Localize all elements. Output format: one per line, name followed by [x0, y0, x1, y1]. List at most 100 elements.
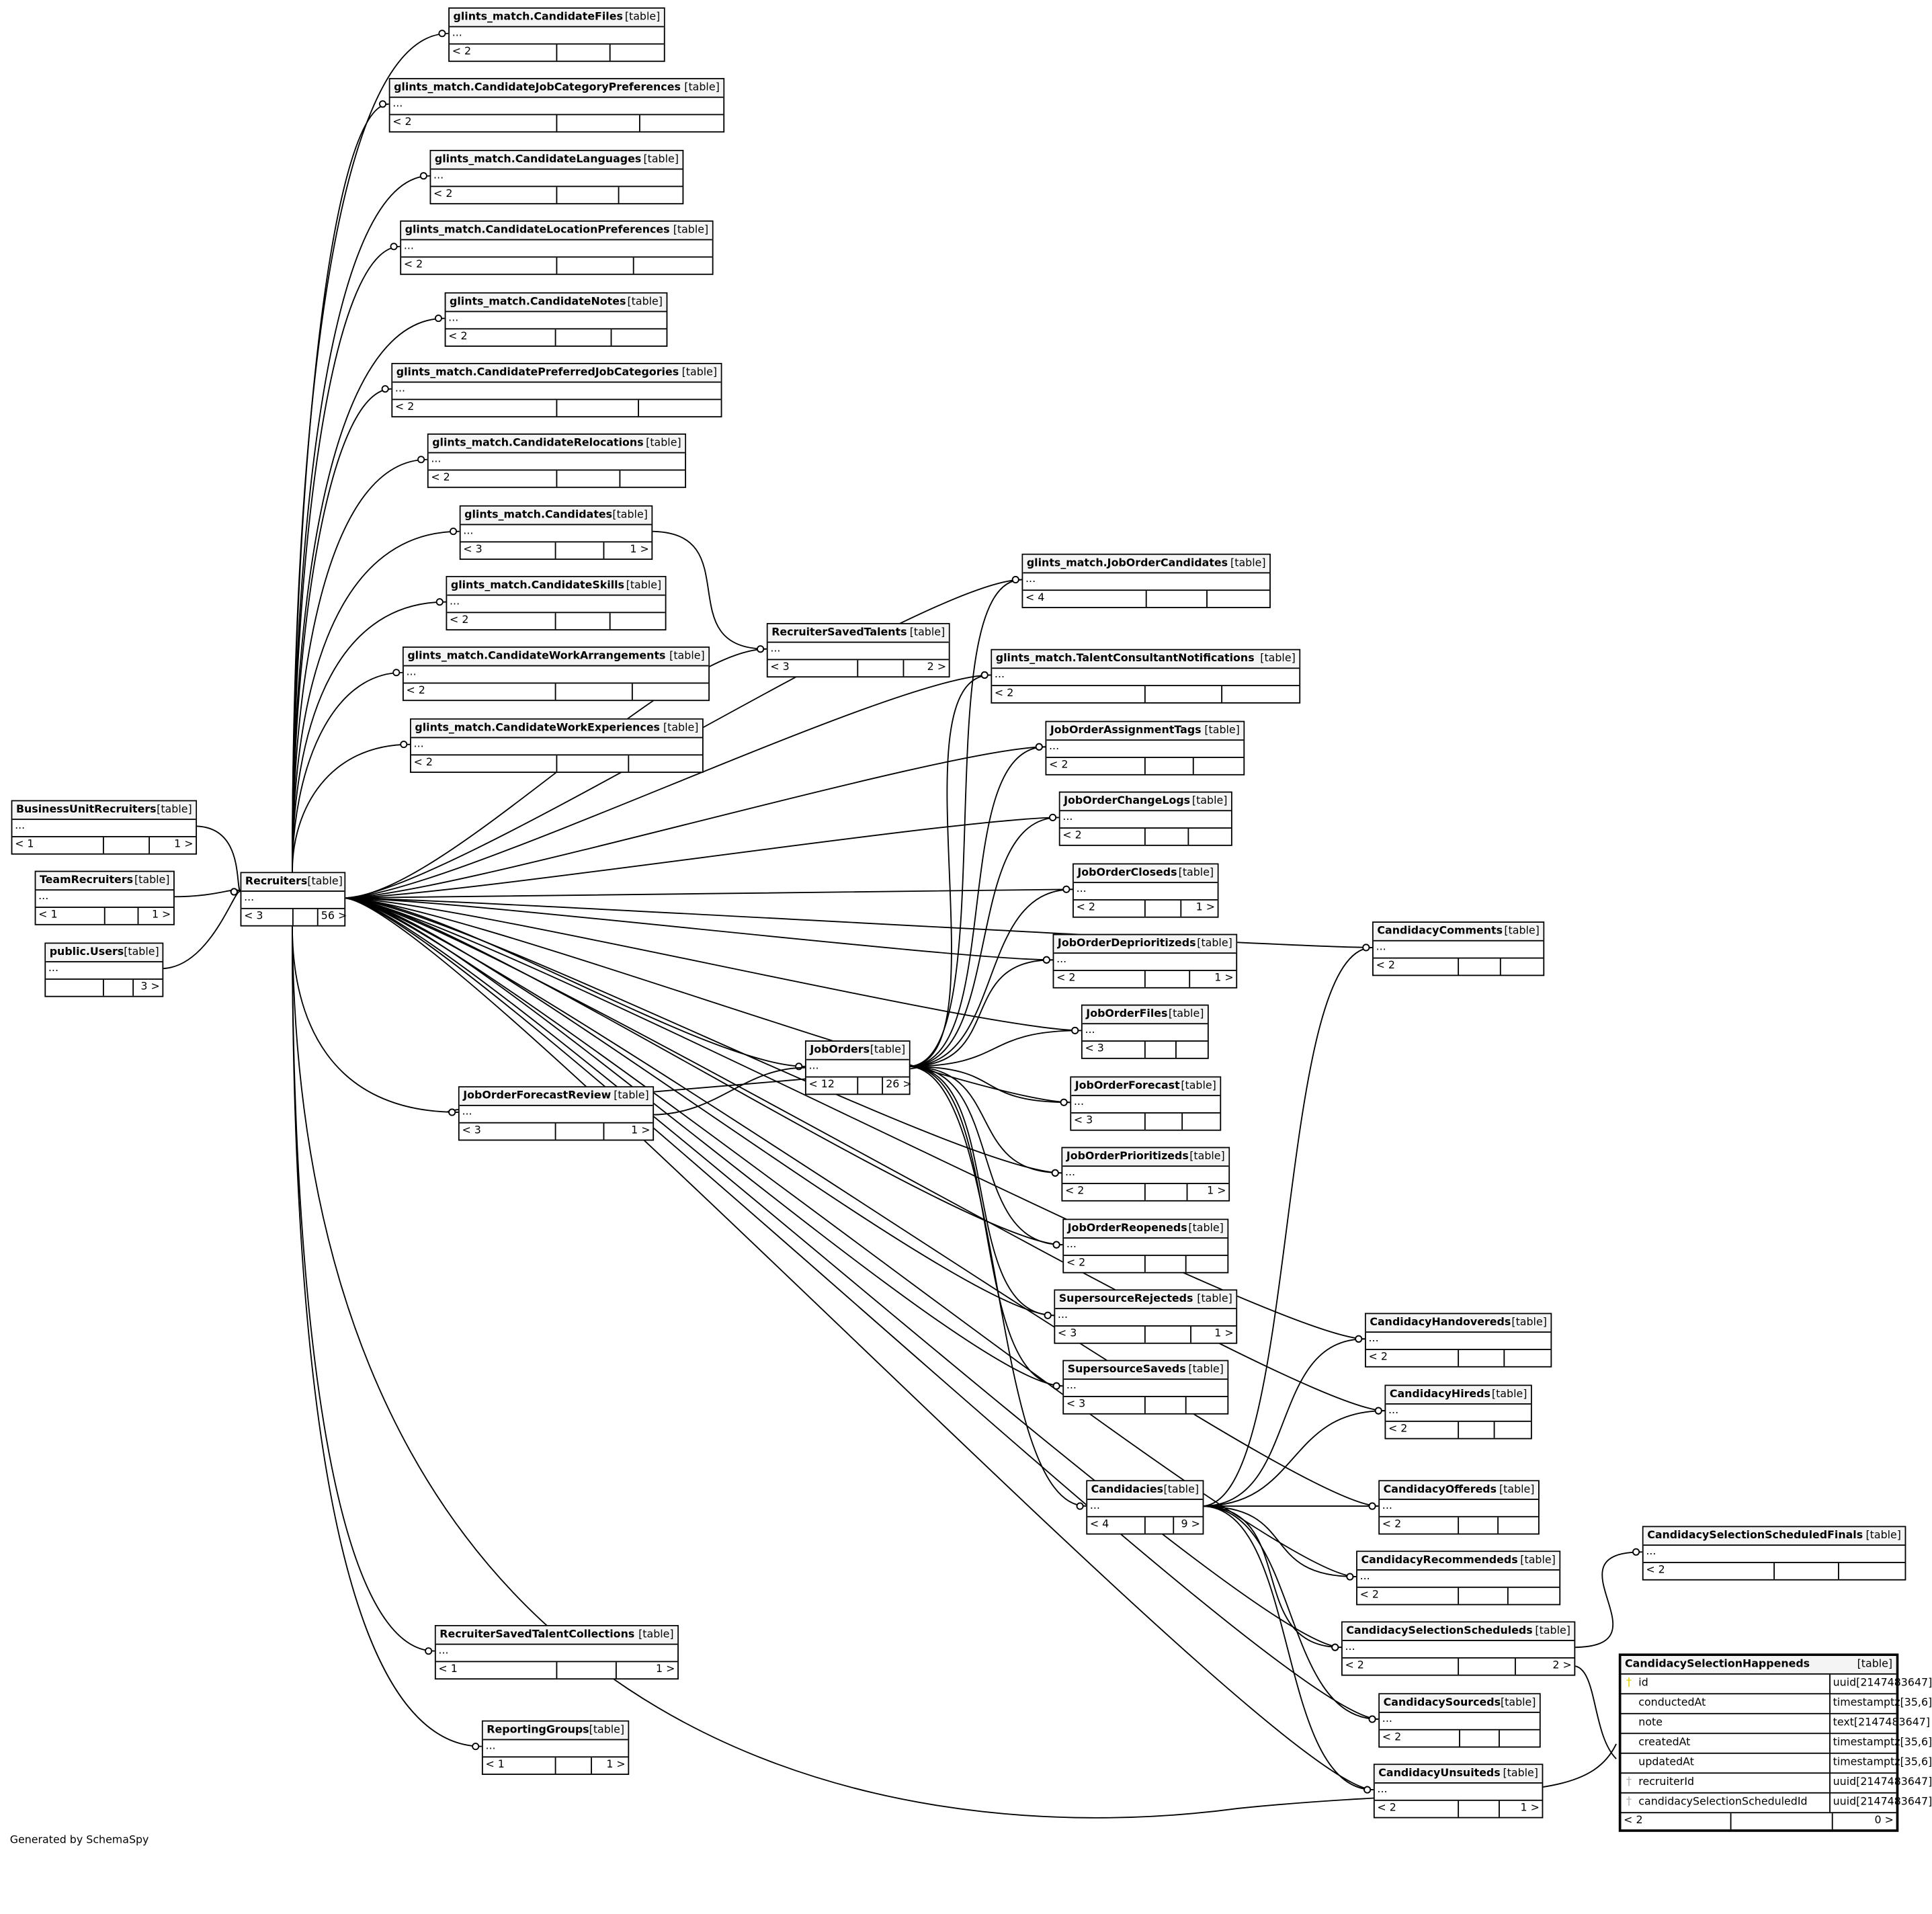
table-header[interactable]: RecruiterSavedTalents[table]	[767, 624, 949, 643]
parents-count[interactable]: < 2	[1621, 1813, 1732, 1830]
parents-count[interactable]: < 2	[1374, 958, 1459, 975]
children-count[interactable]: 1 >	[151, 909, 171, 922]
table-header[interactable]: JobOrderDeprioritizeds[table]	[1054, 935, 1236, 954]
parents-count[interactable]: < 2	[429, 470, 557, 487]
children-count[interactable]	[1176, 1042, 1208, 1058]
children-count[interactable]: 26 >	[886, 1079, 912, 1091]
table-header[interactable]: glints_match.CandidateRelocations[table]	[428, 434, 685, 454]
parents-count[interactable]: < 2	[450, 44, 557, 61]
parents-count[interactable]: < 2	[390, 115, 557, 132]
table-header[interactable]: glints_match.CandidateNotes[table]	[446, 293, 667, 313]
children-count[interactable]	[1183, 1114, 1220, 1130]
table-header[interactable]: RecruiterSavedTalentCollections[table]	[435, 1626, 678, 1645]
parents-count[interactable]: < 2	[1644, 1563, 1775, 1579]
table-header[interactable]: BusinessUnitRecruiters[table]	[12, 801, 196, 821]
parents-count[interactable]: < 2	[1062, 1183, 1146, 1200]
children-count[interactable]	[630, 755, 702, 772]
table-header[interactable]: SupersourceSaveds[table]	[1064, 1361, 1228, 1380]
table-header[interactable]: glints_match.TalentConsultantNotificatio…	[992, 650, 1300, 669]
table-header[interactable]: glints_match.JobOrderCandidates[table]	[1023, 554, 1270, 574]
children-count[interactable]: 56 >	[321, 910, 347, 923]
parents-count[interactable]: < 1	[12, 837, 104, 854]
children-count[interactable]: 1 >	[656, 1663, 675, 1676]
children-count[interactable]: 1 >	[1520, 1802, 1540, 1815]
table-header[interactable]: JobOrderReopeneds[table]	[1064, 1220, 1228, 1239]
parents-count[interactable]: < 2	[1064, 1255, 1146, 1272]
children-count[interactable]: 2 >	[927, 661, 947, 674]
table-header[interactable]: CandidacyHireds[table]	[1386, 1386, 1531, 1405]
table-header[interactable]: glints_match.CandidatePreferredJobCatego…	[392, 364, 721, 383]
children-count[interactable]: 1 >	[1207, 1185, 1226, 1198]
table-header[interactable]: public.Users[table]	[46, 944, 163, 963]
parents-count[interactable]: < 2	[404, 683, 556, 700]
table-header[interactable]: JobOrderForecast[table]	[1071, 1077, 1220, 1097]
table-header[interactable]: CandidacyComments[table]	[1373, 923, 1544, 942]
parents-count[interactable]: < 2	[1366, 1349, 1459, 1366]
table-header[interactable]: JobOrderForecastReview[table]	[459, 1087, 653, 1106]
children-count[interactable]	[1509, 1588, 1559, 1604]
children-count[interactable]	[610, 44, 664, 60]
table-header[interactable]: CandidacyRecommendeds[table]	[1357, 1552, 1560, 1571]
parents-count[interactable]: < 3	[1071, 1113, 1146, 1130]
table-header[interactable]: JobOrderAssignmentTags[table]	[1046, 722, 1244, 741]
table-header[interactable]: CandidacySourceds[table]	[1380, 1694, 1540, 1713]
children-count[interactable]	[634, 257, 712, 274]
parents-count[interactable]: < 2	[1074, 900, 1146, 917]
table-header[interactable]: glints_match.CandidateLocationPreference…	[401, 221, 712, 241]
parents-count[interactable]: < 2	[1380, 1517, 1460, 1534]
children-count[interactable]	[640, 115, 723, 131]
parents-count[interactable]: < 3	[768, 660, 859, 677]
parents-count[interactable]: < 1	[436, 1662, 557, 1679]
parents-count[interactable]: < 2	[1357, 1587, 1459, 1604]
parents-count[interactable]: < 2	[1060, 828, 1146, 845]
children-count[interactable]: 1 >	[174, 838, 194, 851]
parents-count[interactable]: < 2	[1386, 1421, 1459, 1438]
parents-count[interactable]	[46, 979, 104, 996]
parents-count[interactable]: < 2	[1054, 970, 1145, 987]
children-count[interactable]	[1187, 1397, 1228, 1413]
children-count[interactable]: 9 >	[1181, 1518, 1200, 1531]
table-header[interactable]: CandidacyHandovereds[table]	[1366, 1314, 1551, 1333]
parents-count[interactable]: < 2	[392, 400, 557, 417]
table-header[interactable]: JobOrderFiles[table]	[1082, 1005, 1208, 1025]
children-count[interactable]: 1 >	[631, 1124, 650, 1137]
parents-count[interactable]: < 3	[241, 909, 293, 925]
table-header[interactable]: glints_match.CandidateWorkArrangements[t…	[403, 647, 709, 667]
children-count[interactable]	[1188, 829, 1231, 845]
table-header[interactable]: glints_match.CandidateSkills[table]	[447, 577, 665, 596]
table-header[interactable]: JobOrderChangeLogs[table]	[1060, 792, 1231, 812]
table-header[interactable]: glints_match.CandidateFiles[table]	[450, 8, 664, 28]
table-header[interactable]: CandidacySelectionHappeneds[table]	[1621, 1656, 1896, 1675]
parents-count[interactable]: < 1	[36, 907, 105, 924]
parents-count[interactable]: < 3	[460, 1123, 556, 1140]
children-count[interactable]	[1495, 1422, 1531, 1438]
children-count[interactable]	[1194, 758, 1243, 774]
parents-count[interactable]: < 2	[447, 613, 556, 630]
parents-count[interactable]: < 1	[483, 1757, 556, 1774]
children-count[interactable]: 1 >	[1195, 901, 1215, 915]
parents-count[interactable]: < 2	[431, 187, 557, 204]
parents-count[interactable]: < 2	[1046, 757, 1145, 774]
children-count[interactable]	[1499, 1731, 1539, 1747]
children-count[interactable]: 1 >	[630, 544, 649, 556]
parents-count[interactable]: < 3	[1055, 1326, 1146, 1343]
children-count[interactable]	[620, 187, 683, 203]
table-header[interactable]: CandidacySelectionScheduledFinals[table]	[1643, 1527, 1905, 1546]
table-header[interactable]: JobOrderPrioritizeds[table]	[1062, 1148, 1229, 1167]
children-count[interactable]	[612, 329, 667, 345]
parents-count[interactable]: < 3	[1064, 1397, 1146, 1413]
table-header[interactable]: JobOrders[table]	[806, 1041, 909, 1060]
parents-count[interactable]: < 2	[992, 686, 1146, 702]
parents-count[interactable]: < 3	[461, 542, 556, 559]
children-count[interactable]	[1839, 1563, 1904, 1579]
children-count[interactable]	[1501, 958, 1543, 974]
table-header[interactable]: JobOrderCloseds[table]	[1073, 864, 1218, 884]
table-header[interactable]: glints_match.CandidateJobCategoryPrefere…	[390, 79, 724, 98]
children-count[interactable]: 0 >	[1874, 1814, 1894, 1827]
table-header[interactable]: glints_match.CandidateWorkExperiences[ta…	[411, 719, 702, 739]
children-count[interactable]	[611, 613, 665, 629]
children-count[interactable]: 3 >	[140, 981, 160, 994]
table-header[interactable]: glints_match.Candidates[table]	[460, 506, 652, 526]
children-count[interactable]: 1 >	[1214, 1327, 1234, 1341]
children-count[interactable]	[1208, 591, 1269, 607]
